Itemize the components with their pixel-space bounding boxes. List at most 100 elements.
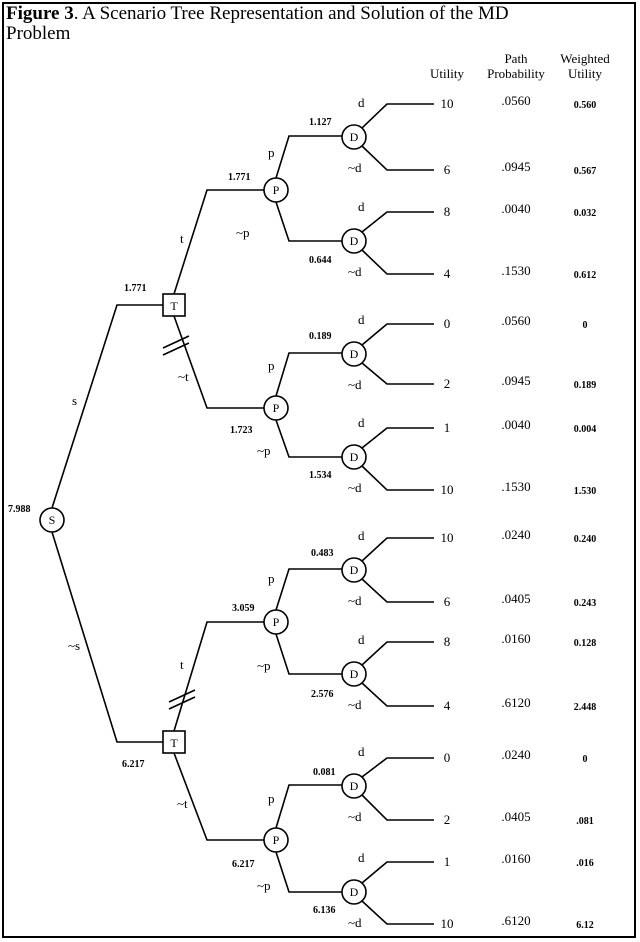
leaf-weighted-utility-15: .016	[576, 858, 594, 869]
label-s: s	[72, 393, 77, 408]
leaf-utility-12: 4	[444, 698, 451, 713]
label-not-s: ~s	[68, 638, 80, 653]
leaf-probability-14: .0405	[501, 809, 530, 824]
leaf-weighted-utility-1: 0.560	[574, 100, 597, 111]
leaf-probability-9: .0240	[501, 527, 530, 542]
presence-node-4-symbol: P	[273, 833, 280, 847]
label-not-d-1: ~d	[348, 160, 362, 175]
decision-node-8	[341, 879, 367, 905]
label-t-2: t	[180, 657, 184, 672]
decision-node-2-symbol: D	[350, 234, 359, 248]
leaf-utility-9: 10	[441, 530, 454, 545]
leaf-weighted-utility-10: 0.243	[574, 598, 597, 609]
test-node-2	[162, 730, 186, 754]
edge-not-s	[51, 531, 163, 743]
label-d-5: d	[358, 528, 365, 543]
leaf-probability-8: .1530	[501, 479, 530, 494]
leaf-weighted-utility-4: 0.612	[574, 270, 597, 281]
label-not-p-2: ~p	[257, 443, 271, 458]
leaf-weighted-utility-5: 0	[583, 320, 588, 331]
decision-node-3	[341, 341, 367, 367]
leaf-utility-1: 10	[441, 96, 454, 111]
edge-not-d-2	[361, 249, 434, 275]
presence-node-1-symbol: P	[273, 183, 280, 197]
leaf-utility-2: 6	[444, 162, 451, 177]
presence-node-3-value: 3.059	[232, 603, 255, 614]
figure-label: Figure 3	[6, 3, 74, 24]
label-not-p-4: ~p	[257, 878, 271, 893]
edge-not-d-5	[361, 578, 434, 603]
presence-node-2-value: 1.723	[230, 425, 253, 436]
edge-d-6	[361, 641, 434, 666]
edge-not-t-2	[173, 752, 264, 841]
label-d-7: d	[358, 744, 365, 759]
leaf-probability-1: .0560	[501, 93, 530, 108]
label-not-d-4: ~d	[348, 480, 362, 495]
presence-node-3-symbol: P	[273, 615, 280, 629]
decision-node-1-symbol: D	[350, 130, 359, 144]
label-d-8: d	[358, 850, 365, 865]
presence-node-4	[263, 827, 289, 853]
leaf-utility-16: 10	[441, 916, 454, 931]
leaf-probability-3: .0040	[501, 201, 530, 216]
label-t-1: t	[180, 231, 184, 246]
edge-d-5	[361, 537, 434, 562]
label-not-d-3: ~d	[348, 377, 362, 392]
test-node-1	[162, 293, 186, 317]
edge-not-p-3	[275, 633, 342, 675]
decision-node-2	[341, 228, 367, 254]
test-node-2-value: 6.217	[122, 759, 145, 770]
root-value: 7.988	[8, 504, 31, 515]
leaf-utility-15: 1	[444, 854, 451, 869]
edge-not-p-4	[275, 851, 342, 893]
leaf-probability-10: .0405	[501, 591, 530, 606]
decision-node-8-symbol: D	[350, 885, 359, 899]
edge-not-d-8	[361, 900, 434, 925]
leaf-probability-4: .1530	[501, 263, 530, 278]
label-p-4: p	[268, 791, 275, 806]
decision-node-7	[341, 773, 367, 799]
test-node-2-symbol: T	[170, 736, 178, 750]
leaf-weighted-utility-16: 6.12	[576, 920, 594, 931]
decision-node-6	[341, 661, 367, 687]
figure-title: Figure 3. A Scenario Tree Representation…	[6, 4, 566, 44]
edge-d-7	[361, 757, 434, 778]
label-not-d-6: ~d	[348, 697, 362, 712]
edge-d-8	[361, 861, 434, 884]
label-d-4: d	[358, 415, 365, 430]
leaf-probability-5: .0560	[501, 313, 530, 328]
edge-not-t-1	[173, 315, 264, 409]
presence-node-1	[263, 177, 289, 203]
edge-not-d-7	[361, 794, 434, 821]
header-utility: Utility	[430, 66, 464, 81]
prune-mark-2b	[168, 696, 196, 710]
label-d-3: d	[358, 312, 365, 327]
leaf-utility-8: 10	[441, 482, 454, 497]
decision-node-7-symbol: D	[350, 779, 359, 793]
label-not-t-2: ~t	[177, 796, 188, 811]
label-p-2: p	[268, 358, 275, 373]
presence-node-2-symbol: P	[273, 401, 280, 415]
label-d-2: d	[358, 199, 365, 214]
presence-node-1-value: 1.771	[228, 172, 251, 183]
test-node-1-symbol: T	[170, 299, 178, 313]
leaf-weighted-utility-13: 0	[583, 754, 588, 765]
edge-p-1	[275, 135, 342, 179]
leaf-weighted-utility-6: 0.189	[574, 380, 597, 391]
leaf-weighted-utility-12: 2.448	[574, 702, 597, 713]
decision-node-4-symbol: D	[350, 450, 359, 464]
root-node-s	[39, 507, 65, 533]
figure-caption: . A Scenario Tree Representation and Sol…	[6, 3, 509, 44]
label-not-p-1: ~p	[236, 225, 250, 240]
leaf-weighted-utility-7: 0.004	[574, 424, 597, 435]
decision-node-4	[341, 444, 367, 470]
leaf-weighted-utility-11: 0.128	[574, 638, 597, 649]
label-not-d-2: ~d	[348, 264, 362, 279]
presence-node-4-value: 6.217	[232, 859, 255, 870]
label-p-3: p	[268, 571, 275, 586]
leaf-probability-2: .0945	[501, 159, 530, 174]
root-node-s-symbol: S	[49, 513, 56, 527]
edge-p-4	[275, 784, 342, 829]
leaf-utility-13: 0	[444, 750, 451, 765]
leaf-utility-14: 2	[444, 812, 451, 827]
